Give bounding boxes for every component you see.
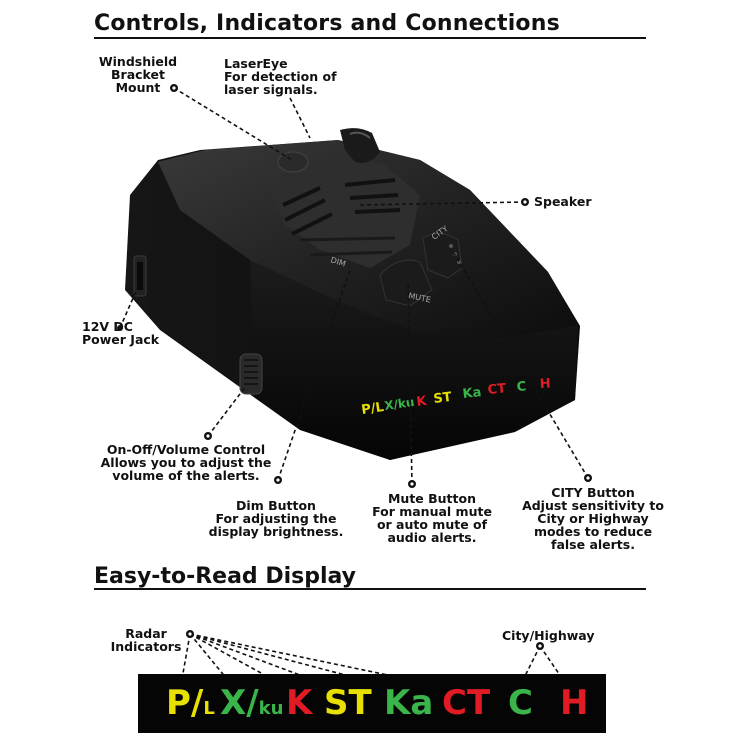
leader-volume: [207, 385, 247, 437]
display-indicator-st: ST: [324, 683, 372, 723]
device-led-ct: CT: [487, 381, 507, 398]
display-indicator-k: K: [286, 683, 313, 723]
display-indicator-pl: P/L: [166, 683, 215, 723]
label-mute-button: Mute Button For manual mute or auto mute…: [372, 491, 492, 545]
label-city-highway: City/Highway: [502, 628, 595, 643]
display-indicator-xku: X/ku: [220, 683, 284, 723]
device-led-ka: Ka: [462, 385, 482, 402]
leader-dim: [277, 269, 351, 481]
display-indicator-ka: Ka: [384, 683, 434, 723]
display-indicator-h: H: [560, 683, 589, 723]
leader-mute: [407, 281, 413, 485]
label-windshield-bracket-mount: Windshield Bracket Mount: [98, 54, 178, 95]
label-dim-button: Dim Button For adjusting the display bri…: [208, 498, 344, 539]
device-led-pl: P/L: [360, 400, 384, 418]
device-led-st: ST: [433, 390, 453, 407]
section-title-controls: Controls, Indicators and Connections: [94, 11, 560, 36]
device-led-k: K: [416, 394, 429, 410]
title-underline: [94, 37, 646, 39]
device-led-xku: X/ku: [383, 395, 415, 413]
label-lasereye: LaserEye For detection of laser signals.: [224, 56, 337, 97]
display-title-underline: [94, 588, 646, 590]
leader-lasereye: [289, 97, 311, 139]
label-volume-control: On-Off/Volume Control Allows you to adju…: [100, 442, 272, 483]
label-city-button: CITY Button Adjust sensitivity to City o…: [522, 485, 664, 552]
label-power-jack: 12V DC Power Jack: [82, 319, 160, 347]
section-title-display: Easy-to-Read Display: [94, 564, 357, 589]
display-strip: P/L X/ku K ST Ka CT C H: [138, 674, 606, 733]
callout-lines: [119, 87, 589, 485]
label-radar-indicators: Radar Indicators: [110, 626, 182, 654]
leader-power: [119, 281, 141, 329]
radar-detector-body: DIM MUTE CITY: [125, 128, 580, 460]
display-indicator-ct: CT: [442, 683, 491, 723]
device-led-c: C: [516, 379, 527, 395]
leader-city: [451, 249, 589, 479]
device-led-h: H: [539, 376, 551, 392]
label-speaker: Speaker: [534, 194, 592, 209]
leader-windshield: [173, 87, 293, 161]
display-indicator-c: C: [508, 683, 533, 723]
device-led-display: P/L X/ku K ST Ka CT C H: [360, 376, 551, 418]
dot-power: [117, 325, 123, 331]
